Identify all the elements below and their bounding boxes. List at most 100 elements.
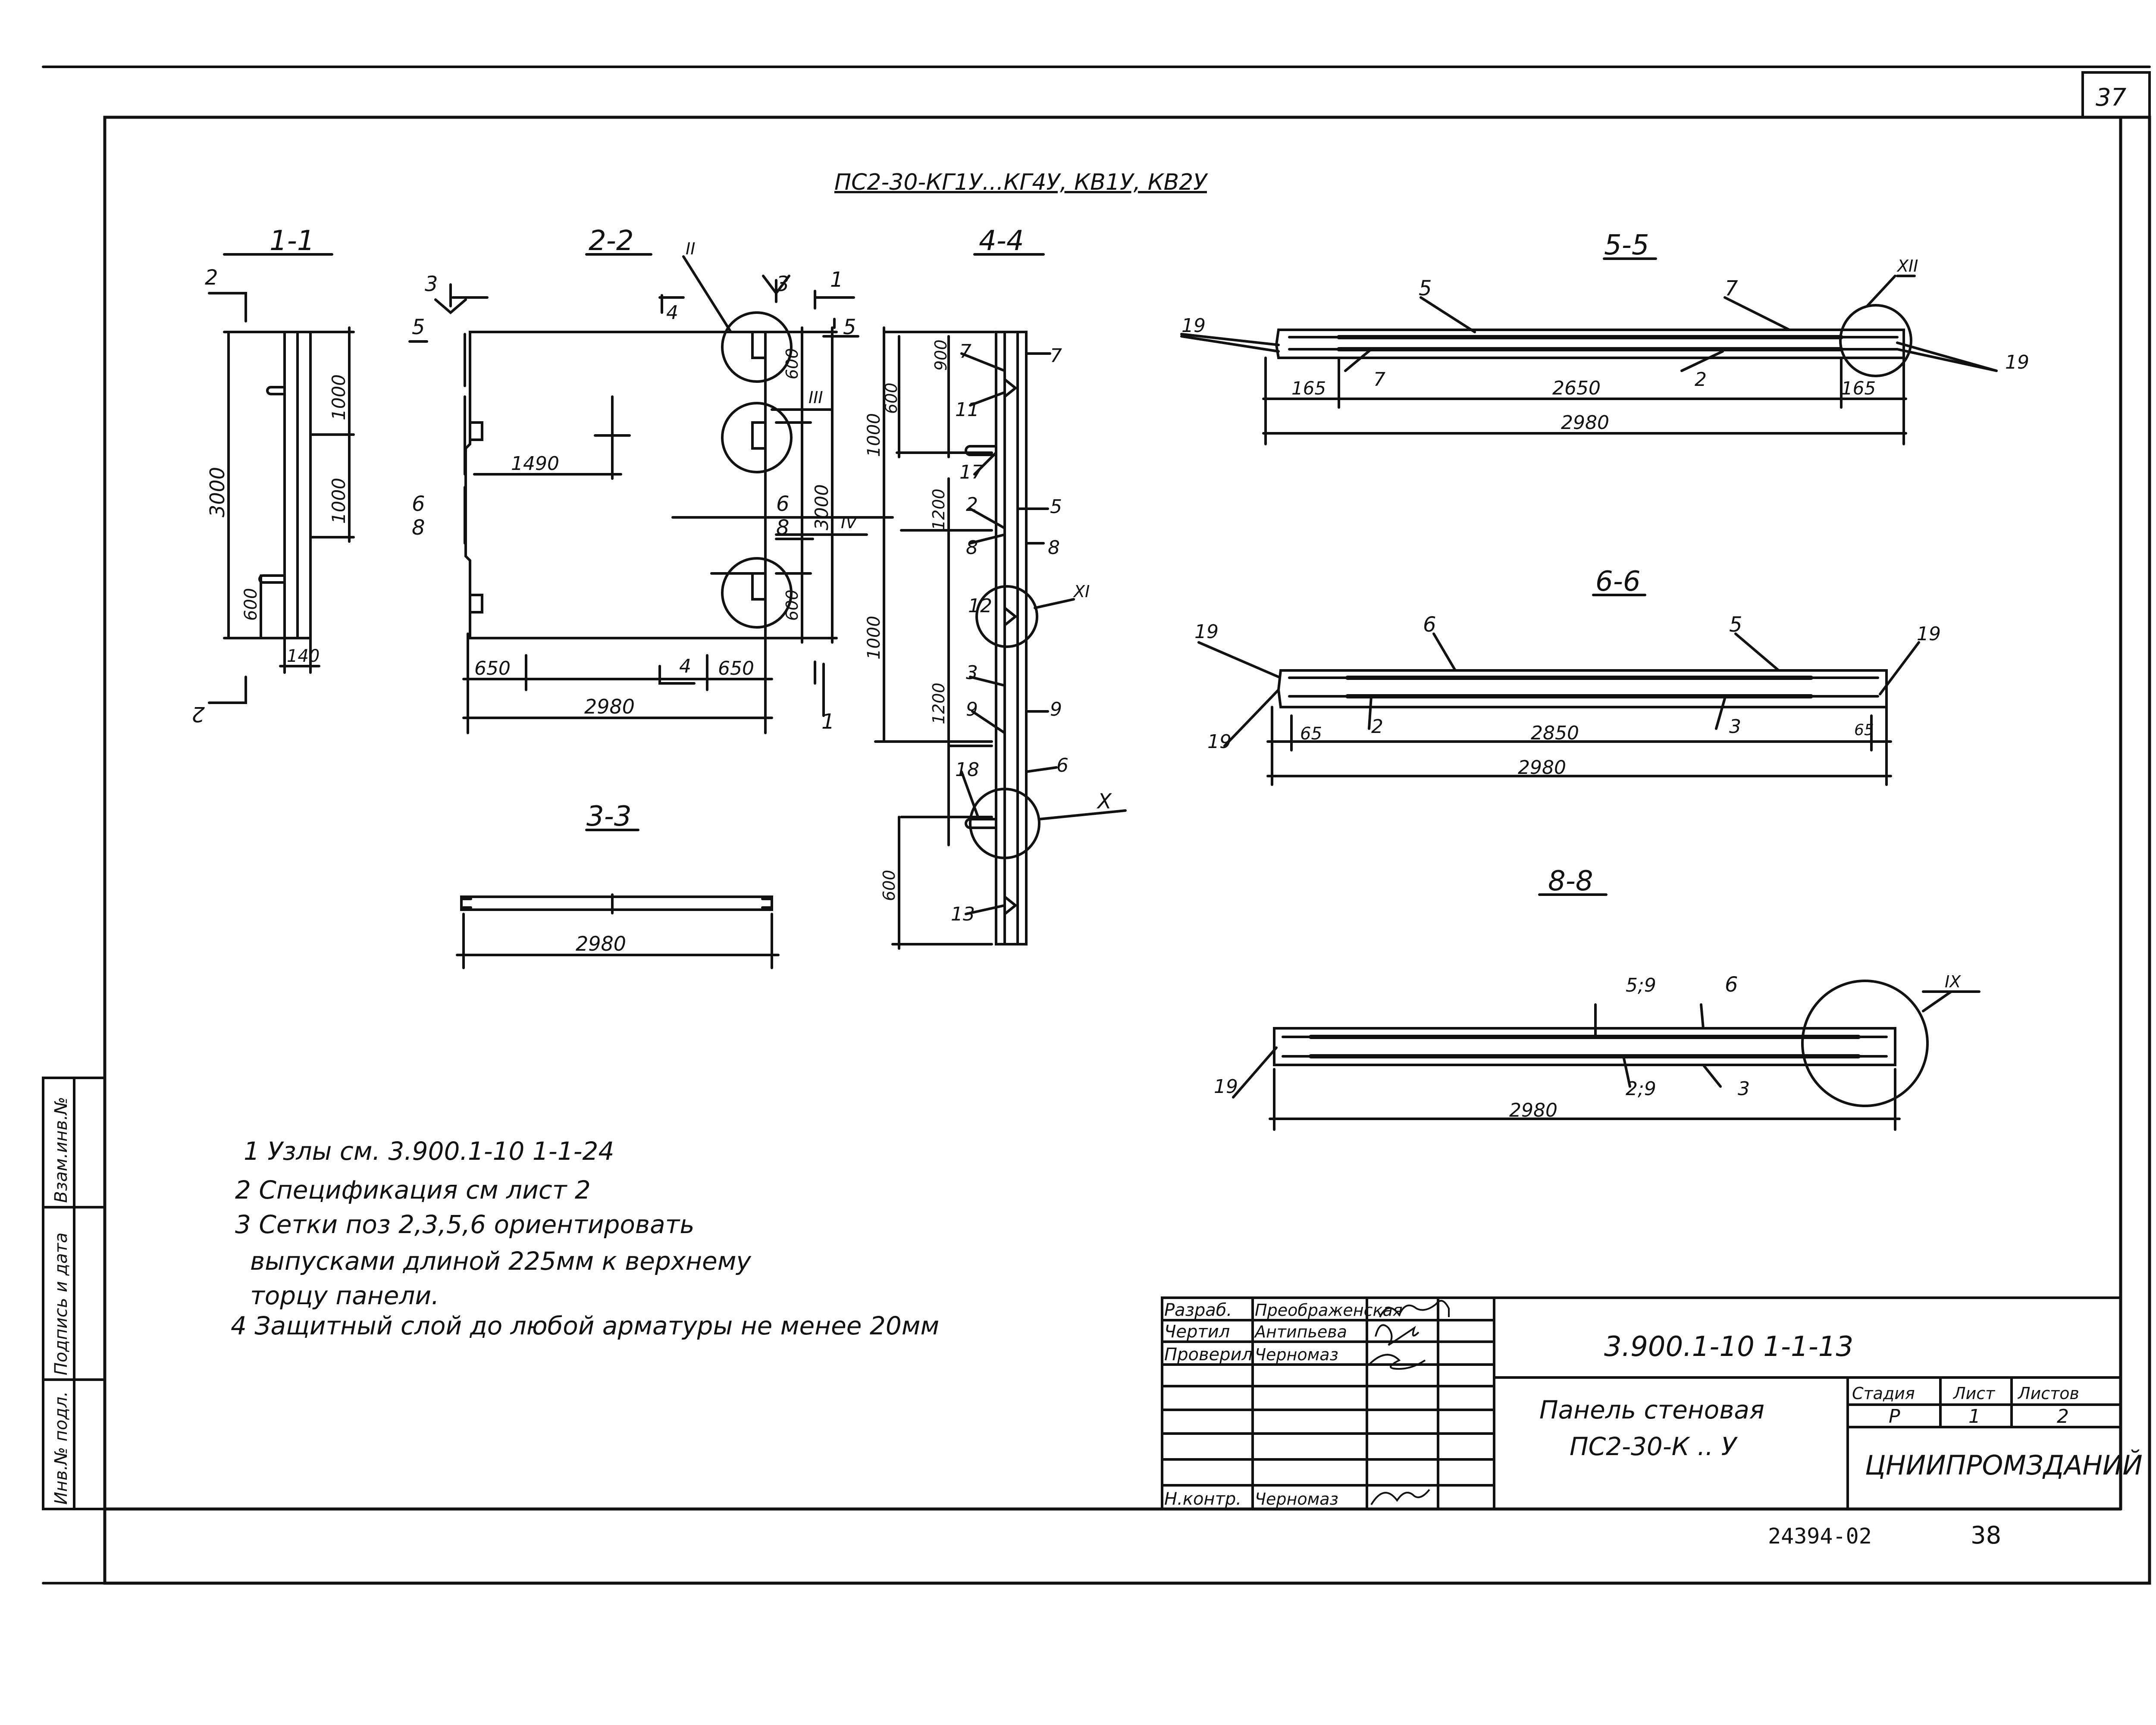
pos-7-5-5-bottom: 7 — [1373, 369, 1385, 391]
product-name: Панель стеновая — [1539, 1395, 1764, 1424]
section-label-3-3: 3-3 — [586, 801, 632, 833]
note-2: 2 Спецификация см лист 2 — [235, 1175, 591, 1205]
dim-600: 600 — [241, 588, 261, 621]
sheet-header: Лист — [1952, 1384, 1996, 1403]
pos-18: 18 — [955, 759, 979, 781]
cut-3-right: 3 — [776, 272, 790, 296]
product-code: ПС2-30-К .. У — [1570, 1432, 1738, 1461]
node-IV: IV — [841, 513, 858, 532]
pos-2-5-5: 2 — [1695, 369, 1707, 391]
dim-2980-8-8: 2980 — [1509, 1099, 1557, 1121]
corner-number: 37 — [2096, 84, 2127, 112]
node-IX: IX — [1945, 972, 1961, 991]
dim-65-right: 65 — [1854, 721, 1874, 739]
view-5-5 — [1180, 257, 1998, 445]
cut-8-left: 8 — [412, 516, 425, 540]
dim-2980-5-5: 2980 — [1561, 412, 1609, 434]
signature-checker — [1368, 1354, 1426, 1370]
pos-9-right: 9 — [1050, 698, 1062, 720]
dim-165-left: 165 — [1291, 378, 1326, 399]
pos-19-6-6-bl: 19 — [1207, 731, 1232, 753]
sheets-value: 2 — [2057, 1406, 2069, 1428]
cut-1-bottom: 1 — [821, 710, 835, 734]
dim-3000-2-2: 3000 — [811, 484, 832, 530]
dim-3000: 3000 — [206, 467, 229, 517]
dim-600-4-4b: 600 — [880, 870, 899, 901]
node-II: II — [686, 239, 695, 258]
view-6-6 — [1197, 594, 1920, 786]
name-checker: Черномаз — [1255, 1345, 1338, 1364]
pos-3: 3 — [966, 662, 978, 684]
pos-3-8-8: 3 — [1738, 1078, 1750, 1100]
pos-8-left: 8 — [966, 537, 978, 559]
dim-650-a: 650 — [474, 657, 511, 679]
pos-19-5-5-right: 19 — [2005, 351, 2029, 373]
cut-8-right: 8 — [776, 516, 790, 540]
view-3-3 — [456, 829, 780, 969]
section-label-4-4: 4-4 — [979, 225, 1024, 257]
name-norm-control: Черномаз — [1255, 1490, 1338, 1509]
organization: ЦНИИПРОМЗДАНИЙ — [1865, 1449, 2143, 1481]
pos-7-5-5-top: 7 — [1725, 276, 1738, 301]
cut-5: 5 — [412, 315, 425, 339]
sheets-header: Листов — [2017, 1384, 2079, 1403]
name-developer: Преображенская — [1255, 1301, 1403, 1320]
note-3-cont-b: торцу панели. — [250, 1281, 439, 1310]
pos-7-right: 7 — [1050, 345, 1062, 367]
archive-code: 24394-02 — [1768, 1524, 1872, 1549]
pos-5: 5 — [1050, 496, 1062, 518]
pos-11: 11 — [955, 399, 979, 421]
cut-6-left: 6 — [412, 492, 425, 516]
cut-4-top: 4 — [666, 302, 678, 324]
sheet-frame — [103, 116, 2151, 1585]
pos-7-left: 7 — [959, 341, 971, 363]
pos-5-5-5: 5 — [1419, 276, 1432, 301]
cut-3-left: 3 — [425, 272, 438, 296]
note-1: 1 Узлы см. 3.900.1-10 1-1-24 — [244, 1136, 614, 1166]
section-label-5-5: 5-5 — [1604, 229, 1649, 261]
cut-5-right: 5 — [843, 315, 856, 339]
role-norm-control: Н.контр. — [1164, 1489, 1241, 1509]
cut-2-top: 2 — [205, 266, 218, 290]
dim-650-b: 650 — [718, 657, 754, 679]
pos-19-6-6-tr: 19 — [1917, 623, 1941, 645]
cut-2-bottom: 2 — [191, 702, 205, 726]
pos-12: 12 — [968, 595, 992, 617]
section-label-1-1: 1-1 — [270, 225, 315, 257]
dim-140: 140 — [287, 646, 320, 666]
view-4-4 — [822, 253, 1127, 950]
section-label-6-6: 6-6 — [1595, 566, 1641, 598]
role-draftsman: Чертил — [1164, 1322, 1230, 1342]
stamp-original-inv: Инв.№ подл. — [51, 1391, 71, 1505]
pos-19-6-6-tl: 19 — [1194, 621, 1219, 643]
note-3: 3 Сетки поз 2,3,5,6 ориентировать — [235, 1210, 695, 1239]
cut-6-right: 6 — [776, 492, 790, 516]
dim-600-4-4: 600 — [882, 382, 901, 414]
dim-1000-4-4b: 1000 — [864, 616, 884, 660]
dim-1000-b: 1000 — [328, 478, 349, 524]
cut-1-top: 1 — [830, 268, 843, 292]
dim-600-bottom: 600 — [783, 589, 802, 621]
dim-2850: 2850 — [1531, 722, 1579, 744]
pos-13: 13 — [951, 903, 975, 925]
pos-6-8-8: 6 — [1725, 973, 1738, 997]
note-4: 4 Защитный слой до любой арматуры не мен… — [231, 1311, 939, 1340]
cut-4-bottom: 4 — [679, 655, 691, 677]
dim-65-left: 65 — [1300, 724, 1322, 744]
role-checker: Проверил — [1164, 1345, 1253, 1365]
pos-8-right: 8 — [1048, 537, 1060, 559]
dim-2980-2-2: 2980 — [584, 695, 635, 718]
dim-1000-4-4a: 1000 — [864, 413, 884, 457]
note-3-cont-a: выпусками длиной 225мм к верхнему — [250, 1246, 751, 1276]
dim-165-right: 165 — [1841, 378, 1876, 399]
dim-1200-a: 1200 — [929, 488, 948, 530]
pos-5-9: 5;9 — [1626, 974, 1656, 996]
dim-2980-6-6: 2980 — [1518, 757, 1566, 779]
signature-norm-control — [1370, 1489, 1430, 1506]
corner-number-box — [2081, 71, 2151, 119]
pos-6-6-6: 6 — [1423, 613, 1436, 637]
pos-2: 2 — [966, 494, 978, 516]
view-8-8 — [1232, 893, 1981, 1131]
stamp-replace-inv: Взам.инв.№ — [51, 1097, 71, 1203]
